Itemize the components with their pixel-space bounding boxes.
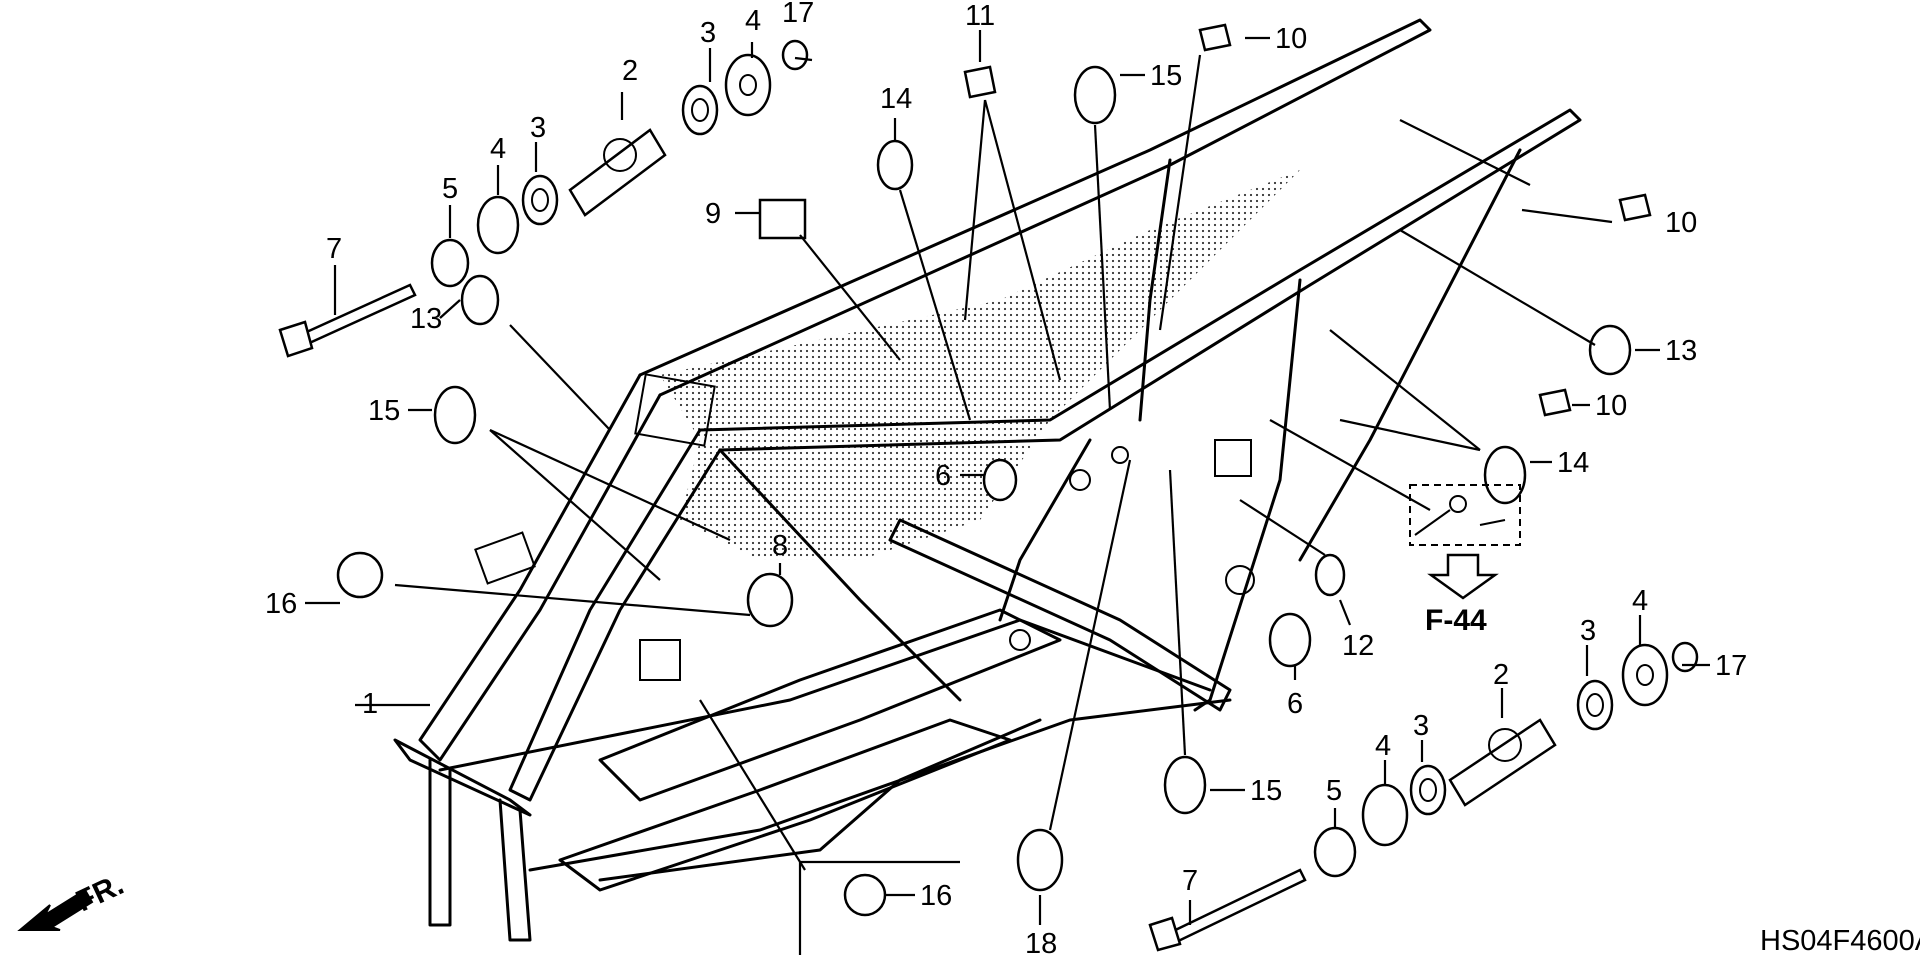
callout-5-right: 5 <box>1326 775 1342 807</box>
clamps-and-fasteners <box>17 23 1652 931</box>
callout-10-middle: 10 <box>1595 390 1627 422</box>
callout-17-left: 17 <box>782 0 814 29</box>
callout-9: 9 <box>705 198 721 230</box>
callout-labels: 1 2 2 3 3 3 3 4 4 4 4 5 5 6 6 7 7 8 9 10… <box>71 0 1920 960</box>
callout-3-right-outer: 3 <box>1580 615 1596 647</box>
callout-5-left: 5 <box>442 173 458 205</box>
reference-arrow <box>1427 553 1499 600</box>
callout-4-right-outer: 4 <box>1632 585 1648 617</box>
callout-6-upper: 6 <box>935 460 951 492</box>
callout-14-right: 14 <box>1557 447 1589 479</box>
callout-17-right: 17 <box>1715 650 1747 682</box>
callout-13-left: 13 <box>410 303 442 335</box>
callout-16-left: 16 <box>265 588 297 620</box>
callout-3-right-inner: 3 <box>1413 710 1429 742</box>
callout-2-left: 2 <box>622 55 638 87</box>
callout-11: 11 <box>965 0 995 32</box>
callout-15-bottom: 15 <box>1250 775 1282 807</box>
callout-8: 8 <box>772 530 788 562</box>
frame-body <box>393 18 1582 942</box>
drawing-code: HS04F4600A <box>1760 925 1920 957</box>
callout-15-left: 15 <box>368 395 400 427</box>
callout-13-right: 13 <box>1665 335 1697 367</box>
callout-7-left: 7 <box>326 233 342 265</box>
frame-shaded-panel <box>660 170 1300 560</box>
front-direction-arrow <box>17 888 94 931</box>
callout-6-lower: 6 <box>1287 688 1303 720</box>
callout-15-top: 15 <box>1150 60 1182 92</box>
callout-12: 12 <box>1342 630 1374 662</box>
callout-18: 18 <box>1025 928 1057 960</box>
left-shaft-assembly <box>278 39 809 358</box>
callout-4-left-inner: 4 <box>490 133 506 165</box>
callout-3-left-inner: 3 <box>530 112 546 144</box>
callout-10-top: 10 <box>1275 23 1307 55</box>
reference-label: F-44 <box>1425 604 1487 637</box>
callout-4-right-inner: 4 <box>1375 730 1391 762</box>
leader-lines <box>305 30 1710 955</box>
callout-14-top: 14 <box>880 83 912 115</box>
right-shaft-assembly <box>1148 641 1699 952</box>
callout-16-bottom: 16 <box>920 880 952 912</box>
callout-3-left-outer: 3 <box>700 17 716 49</box>
callout-4-left-outer: 4 <box>745 5 761 37</box>
callout-10-right: 10 <box>1665 207 1697 239</box>
callout-7-right: 7 <box>1182 865 1198 897</box>
callout-1: 1 <box>362 688 378 720</box>
callout-2-right: 2 <box>1493 659 1509 691</box>
